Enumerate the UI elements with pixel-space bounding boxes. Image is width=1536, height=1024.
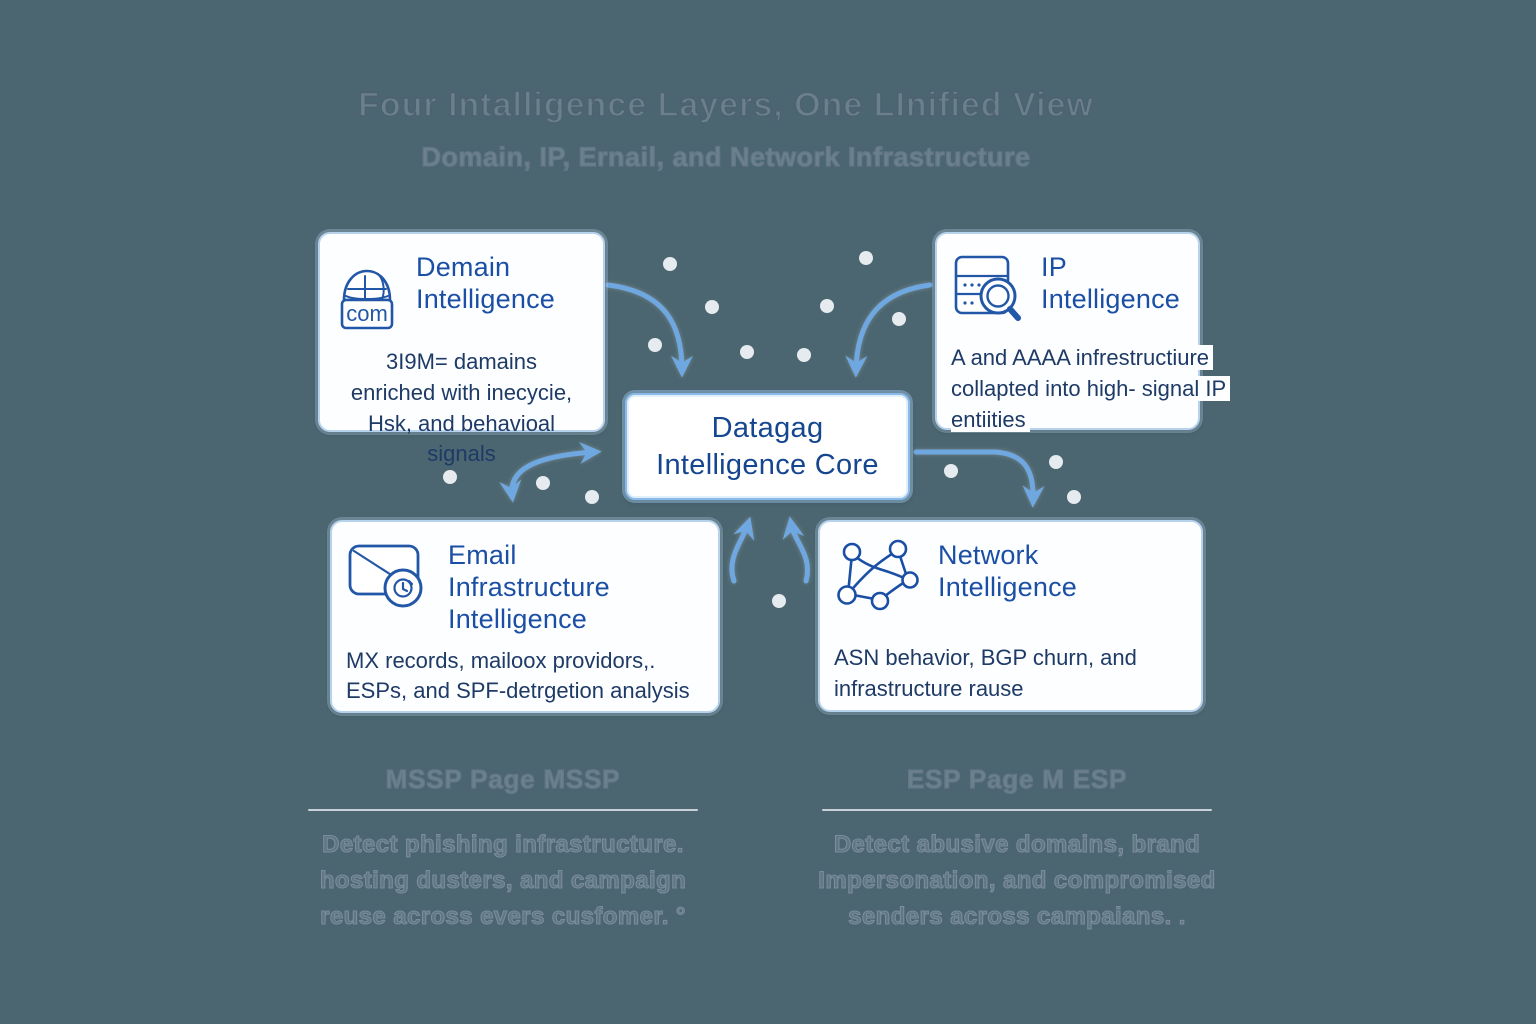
arrow-domain-to-core <box>605 282 693 378</box>
decorative-dot <box>820 299 834 313</box>
ip-intelligence-card: IP Intelligence A and AAAA infrestructiu… <box>935 232 1231 432</box>
network-graph-icon <box>834 538 922 623</box>
card-body: MX records, mailoox providors,. ESPs, an… <box>346 647 690 704</box>
domain-intelligence-card: com Demain Intelligence 3I9M= damains en… <box>318 232 605 466</box>
arrow-ip-to-core <box>845 282 933 378</box>
decorative-dot <box>859 251 873 265</box>
envelope-clock-icon <box>346 538 432 619</box>
decorative-dot <box>443 470 457 484</box>
network-intelligence-card: Network Intelligence ASN behavior, BGP c… <box>818 520 1203 712</box>
decorative-dot <box>892 312 906 326</box>
decorative-dot <box>772 594 786 608</box>
card-body: ASN behavior, BGP churn, and infrastruct… <box>834 645 1137 701</box>
mssp-footer: MSSP Page MSSP Detect phishing infrastru… <box>303 763 703 935</box>
globe-com-icon: com <box>334 250 400 337</box>
card-title: IP Intelligence <box>1041 252 1180 314</box>
card-body: A and AAAA infrestructiure collapted int… <box>951 343 1231 435</box>
mssp-divider <box>308 809 698 811</box>
decorative-dot <box>1067 490 1081 504</box>
decorative-dot <box>1049 455 1063 469</box>
arrow-core-email-bidirectional <box>499 441 602 503</box>
decorative-dot <box>740 345 754 359</box>
svg-text:com: com <box>346 301 388 326</box>
decorative-dot <box>797 348 811 362</box>
mssp-footer-heading: MSSP Page MSSP <box>385 763 621 794</box>
arrow-up-right <box>782 516 810 584</box>
core-label-line: Datagag <box>711 412 824 445</box>
decorative-dot <box>705 300 719 314</box>
arrow-up-left <box>729 516 755 584</box>
page-subtitle: Domain, IP, Ernail, and Network Infrastr… <box>421 141 1031 172</box>
esp-footer-body: Detect abusive domains, brand Impersonat… <box>818 830 1216 930</box>
server-search-icon <box>951 250 1025 329</box>
arrow-core-to-network <box>913 449 1045 508</box>
card-title: Email Infrastructure Intelligence <box>448 540 610 634</box>
card-title: Demain Intelligence <box>416 252 555 314</box>
decorative-dot <box>663 257 677 271</box>
card-title: Network Intelligence <box>938 540 1077 602</box>
esp-divider <box>822 809 1212 811</box>
page-title: Four Intalligence Layers, One LInified V… <box>357 85 1094 124</box>
esp-footer-heading: ESP Page M ESP <box>906 763 1128 794</box>
intelligence-core-box: Datagag Intelligence Core <box>625 393 910 500</box>
decorative-dot <box>944 464 958 478</box>
esp-footer: ESP Page M ESP Detect abusive domains, b… <box>817 763 1217 935</box>
card-body: 3I9M= damains enriched with inecycie, Hs… <box>350 349 573 467</box>
mssp-footer-body: Detect phishing infrastructure. hosting … <box>319 830 687 930</box>
core-label-line: Intelligence Core <box>656 448 879 481</box>
email-infrastructure-card: Email Infrastructure Intelligence MX rec… <box>330 520 720 713</box>
decorative-dot <box>648 338 662 352</box>
